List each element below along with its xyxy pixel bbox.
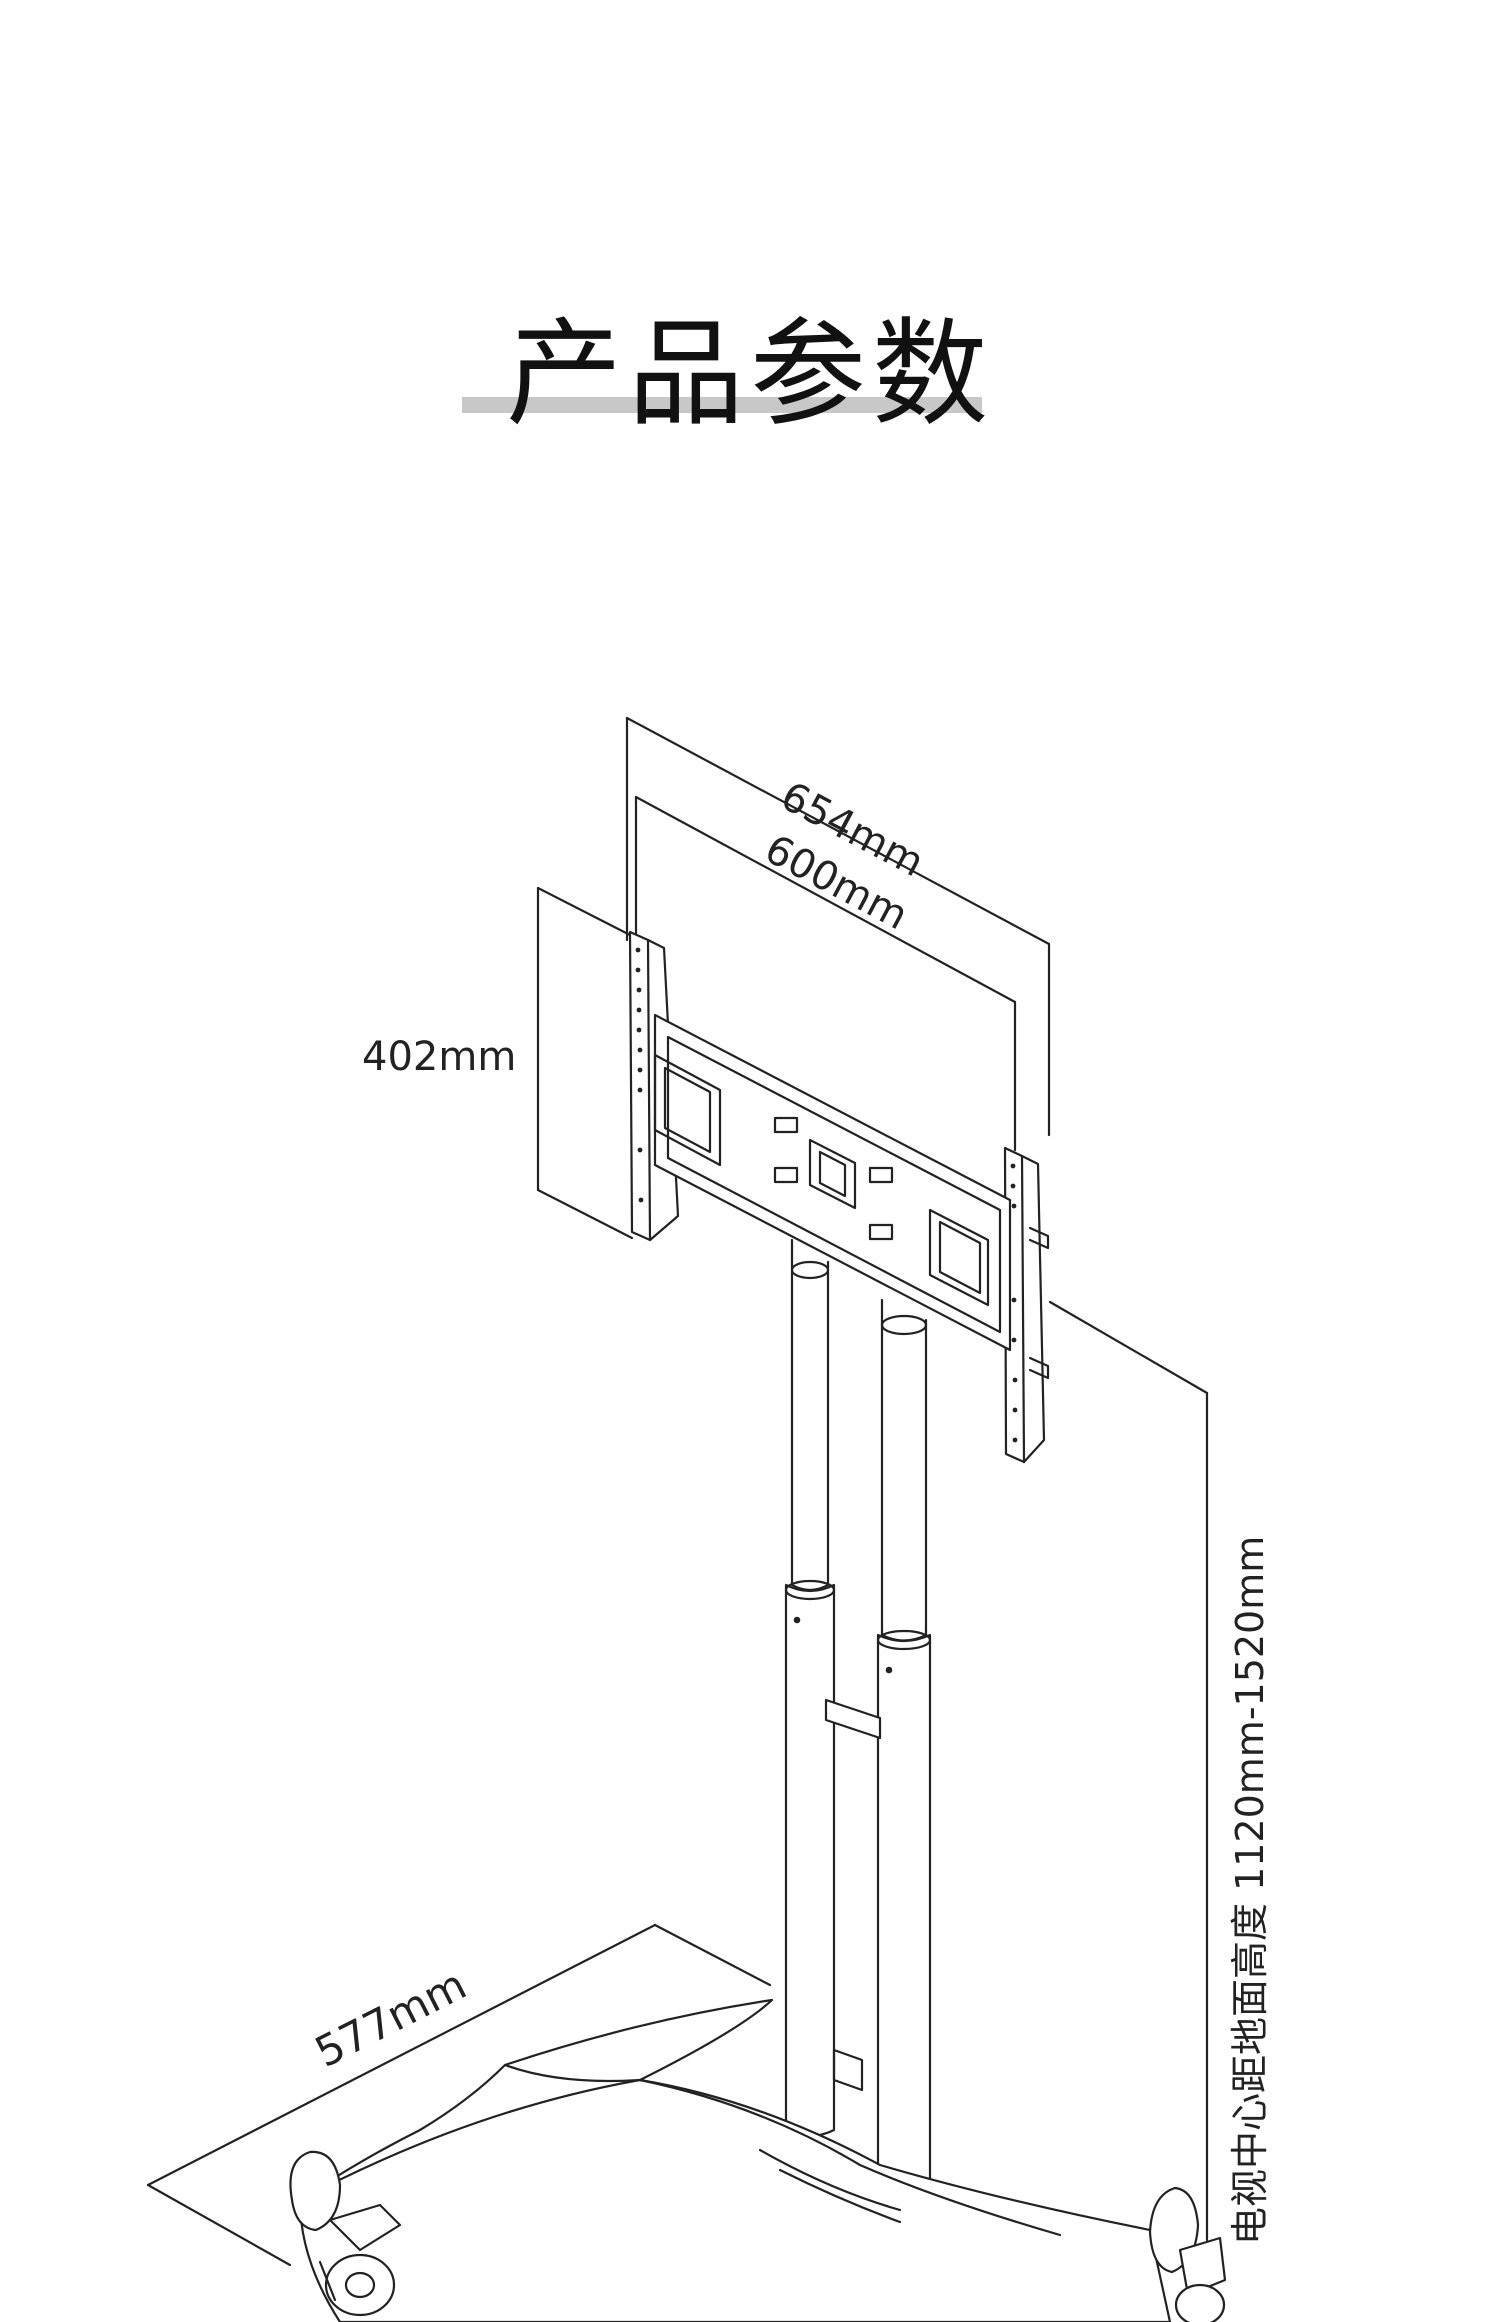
cross-bar	[824, 1698, 882, 1740]
lower-clip	[832, 2048, 864, 2092]
title-section: 产品参数	[0, 300, 1500, 450]
caster-left	[289, 2150, 402, 2317]
dimension-center-height	[1048, 1300, 1209, 2242]
label-577: 577mm	[307, 1960, 474, 2077]
vesa-bracket	[628, 930, 1050, 1464]
dimension-577	[146, 1923, 772, 2267]
title-underline	[462, 397, 982, 413]
label-402: 402mm	[362, 1034, 516, 1080]
base	[298, 1998, 1172, 2322]
dimension-654	[625, 716, 1051, 1137]
page-title: 产品参数	[506, 307, 994, 442]
column-right	[876, 1298, 932, 2208]
column-left	[784, 1238, 836, 2138]
caster-right	[1148, 2186, 1227, 2322]
dimension-600	[634, 795, 1017, 1152]
label-center-height: 电视中心距地面高度 1120mm-1520mm	[1228, 1536, 1272, 2245]
dimension-402	[536, 886, 634, 1240]
strip-holes	[635, 947, 1018, 1443]
